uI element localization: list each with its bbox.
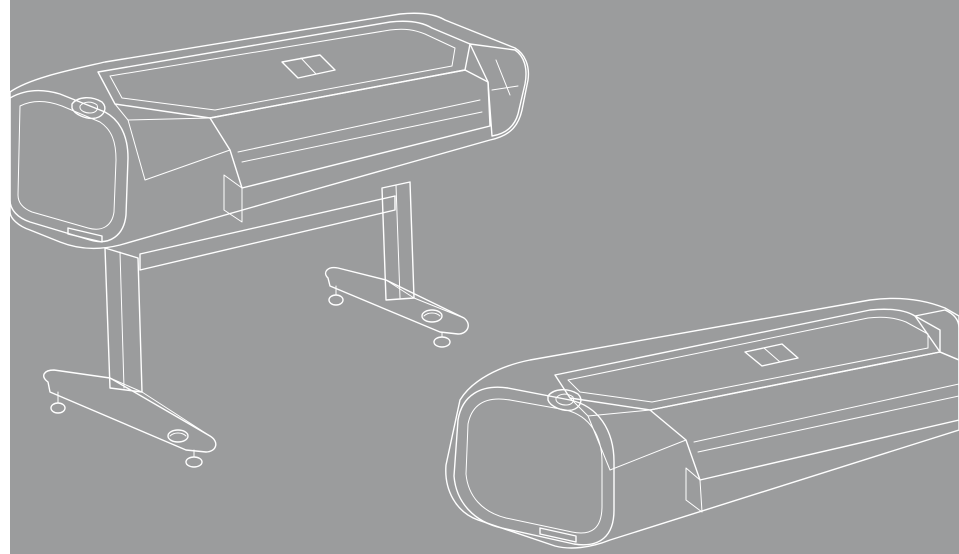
stand-left-foot-detail [109,377,211,437]
desk-printer-lid-panel [567,316,929,403]
right-foot-caster-cover [421,309,443,323]
desk-printer-lid-window [744,343,799,367]
desk-printer-top-lid [554,308,941,411]
printer-body-outline [10,12,530,250]
desk-lid-window-divider [763,347,781,363]
stand-cross-beam [139,195,396,271]
lid-window-divider [300,57,317,75]
left-foot-caster-cover [167,429,189,443]
desk-printer-control-button-inner [555,393,574,406]
desk-printer-front-slot [693,383,959,453]
printer-icon [445,297,959,549]
printer-left-handle [67,227,103,243]
illustration-svg [10,12,959,549]
stand-right-foot [324,266,469,335]
desk-printer-body-seam [569,397,687,471]
stand-right-foot-detail [385,279,465,319]
desk-printer-left-handle [539,527,577,543]
printer-lid-panel [109,28,456,111]
printer-left-cap [10,89,129,243]
printer-lid-window [281,54,336,79]
left-foot-rear-wheel [185,456,203,468]
left-foot-caster-mark [169,432,187,437]
left-foot-front-wheel [50,402,66,414]
printer-front-slot [237,99,483,163]
printer-control-button [71,97,106,120]
stand-left-foot [43,369,217,453]
right-foot-caster-mark [423,312,441,317]
printer-front-band [209,69,491,189]
printer-control-button-inner [79,101,98,114]
desk-printer-left-cap-inner [465,398,603,534]
printer-front-lower [223,174,243,223]
printer-left-cap-inner [17,101,117,230]
desk-printer-front-band [649,351,959,481]
stand-right-leg-line [395,184,401,299]
desk-printer-body-outline [445,297,959,549]
printer-right-cap-detail [491,59,519,96]
printer-on-stand-icon [10,12,530,468]
desk-printer-front-lower [685,467,703,513]
desk-printer-left-cap [453,386,615,546]
illustration-canvas [10,0,959,554]
right-foot-front-wheel [328,294,344,306]
stand-left-leg-line [119,251,125,389]
desk-printer-right-cap [914,309,959,361]
desk-printer-control-button [547,389,582,412]
printer-right-cap [469,43,527,137]
printer-body-seam [114,103,231,181]
right-foot-rear-wheel [433,336,451,348]
